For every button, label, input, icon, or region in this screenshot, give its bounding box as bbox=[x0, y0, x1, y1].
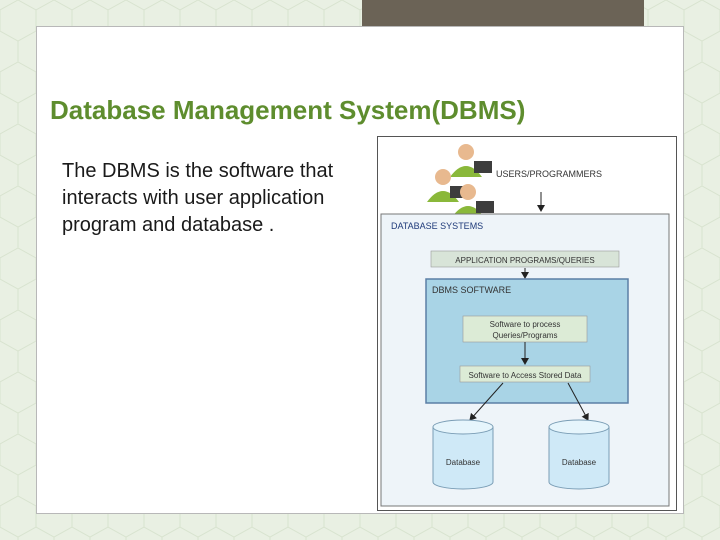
users-label: USERS/PROGRAMMERS bbox=[496, 169, 602, 179]
database-left-label: Database bbox=[446, 458, 481, 467]
dbms-diagram: USERS/PROGRAMMERS DATABASE SYSTEMS APPLI… bbox=[377, 136, 677, 511]
database-icon-right bbox=[548, 419, 610, 490]
body-line-2: interacts with user application bbox=[62, 187, 325, 209]
user-figure-icon-1 bbox=[450, 144, 492, 177]
dbms-software-label: DBMS SOFTWARE bbox=[432, 285, 511, 295]
database-systems-label: DATABASE SYSTEMS bbox=[391, 221, 483, 231]
dbms-diagram-svg: USERS/PROGRAMMERS DATABASE SYSTEMS APPLI… bbox=[380, 144, 670, 507]
left-db-arrow bbox=[469, 382, 504, 421]
right-db-arrow bbox=[567, 382, 589, 421]
database-right-label: Database bbox=[562, 458, 597, 467]
query-processor-label-1: Software to process bbox=[490, 320, 561, 329]
storage-access-label: Software to Access Stored Data bbox=[469, 371, 582, 380]
query-processor-box bbox=[462, 315, 588, 343]
application-programs-band bbox=[430, 250, 620, 268]
body-line-3: program and database . bbox=[62, 214, 275, 236]
storage-access-box bbox=[459, 365, 591, 383]
database-icon-left bbox=[432, 419, 494, 490]
user-figure-icon-2 bbox=[427, 169, 468, 202]
slide-body-text: The DBMS is the software that interacts … bbox=[62, 158, 392, 239]
query-processor-label-2: Queries/Programs bbox=[493, 331, 558, 340]
body-line-1: The DBMS is the software that bbox=[62, 160, 334, 182]
application-programs-label: APPLICATION PROGRAMS/QUERIES bbox=[455, 256, 594, 265]
slide-title: Database Management System(DBMS) bbox=[50, 95, 526, 125]
